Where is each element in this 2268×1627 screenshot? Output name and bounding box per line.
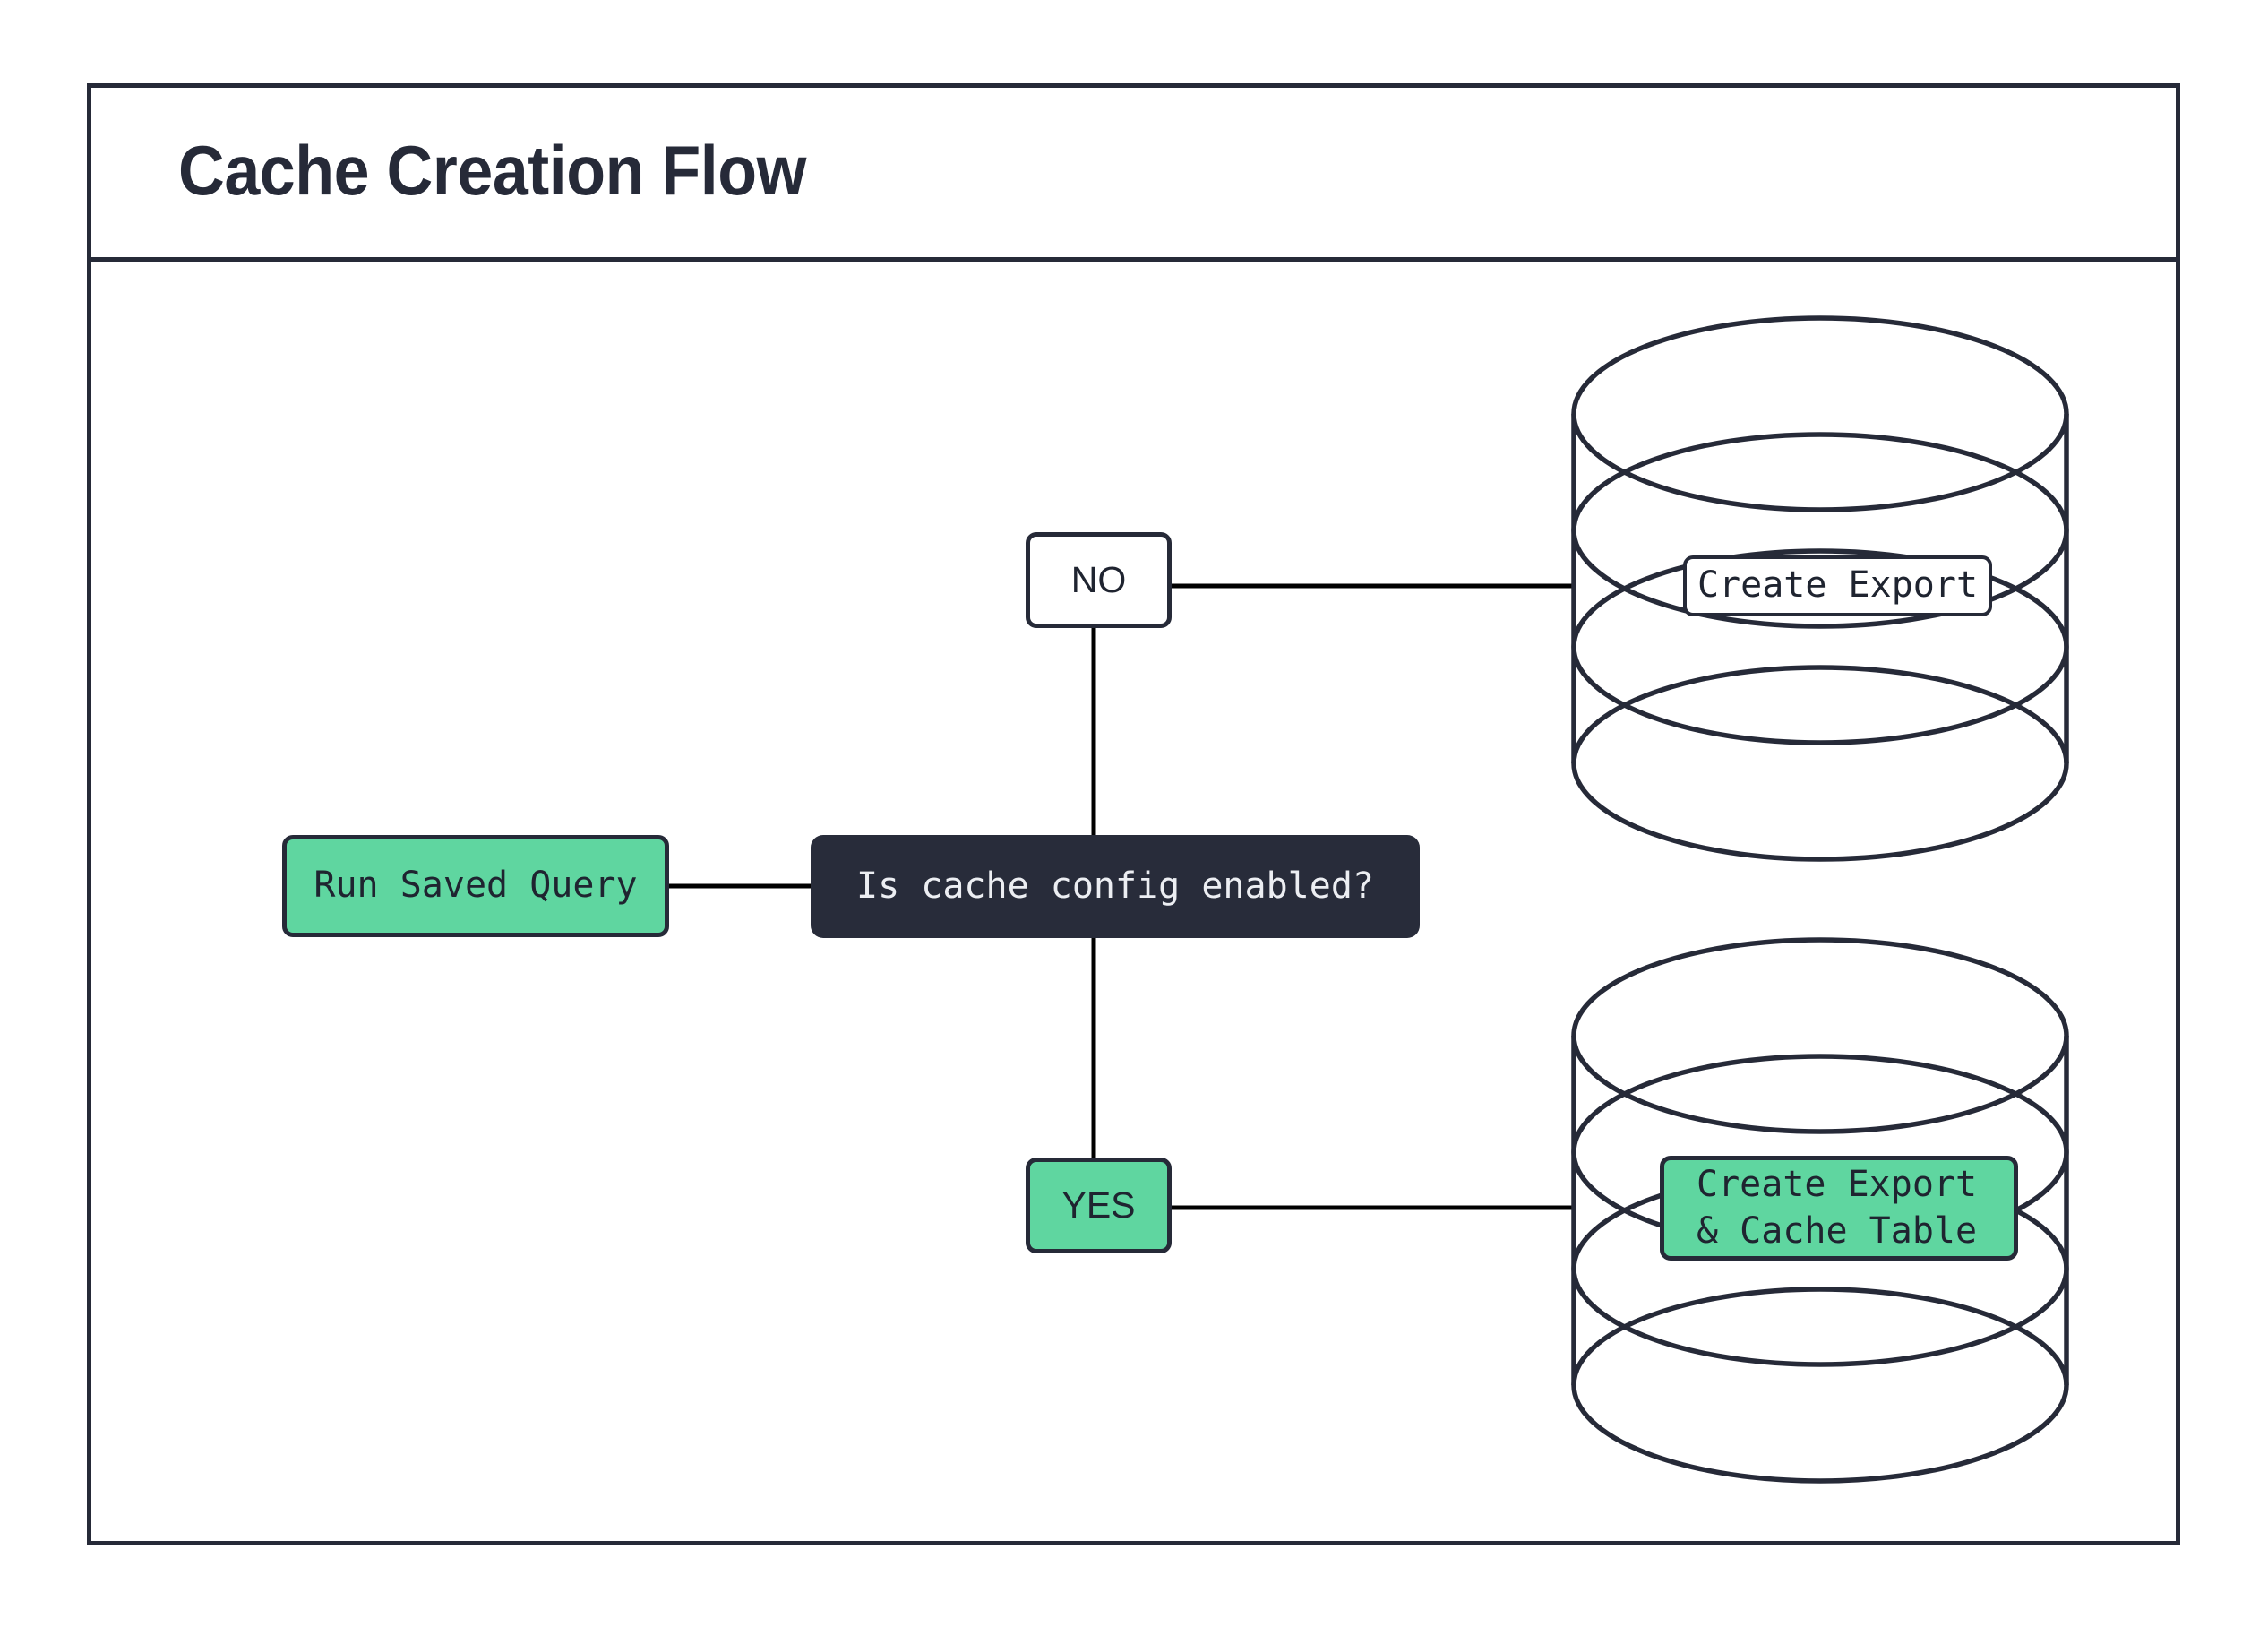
- node-branch-no[interactable]: NO: [1026, 532, 1172, 628]
- node-create-export-cache-label-line2: & Cache Table: [1697, 1209, 1978, 1252]
- page-title: Cache Creation Flow: [178, 130, 807, 210]
- node-branch-yes-label: YES: [1061, 1184, 1136, 1226]
- node-branch-yes[interactable]: YES: [1026, 1158, 1172, 1253]
- node-create-export-and-cache-table[interactable]: Create Export& Cache Table: [1660, 1156, 2018, 1261]
- node-create-export[interactable]: Create Export: [1683, 555, 1992, 616]
- node-create-export-cache-label: Create Export& Cache Table: [1697, 1162, 1977, 1253]
- node-run-saved-query[interactable]: Run Saved Query: [282, 835, 669, 937]
- diagram-frame: [87, 83, 2180, 1545]
- node-decision-label: Is cache config enabled?: [856, 865, 1374, 907]
- node-run-saved-query-label: Run Saved Query: [314, 865, 638, 907]
- title-bar: Cache Creation Flow: [87, 83, 2180, 262]
- node-branch-no-label: NO: [1070, 559, 1127, 600]
- node-decision-is-cache-config-enabled[interactable]: Is cache config enabled?: [811, 835, 1420, 938]
- node-create-export-label: Create Export: [1697, 564, 1979, 607]
- node-create-export-cache-label-line1: Create Export: [1697, 1164, 1978, 1206]
